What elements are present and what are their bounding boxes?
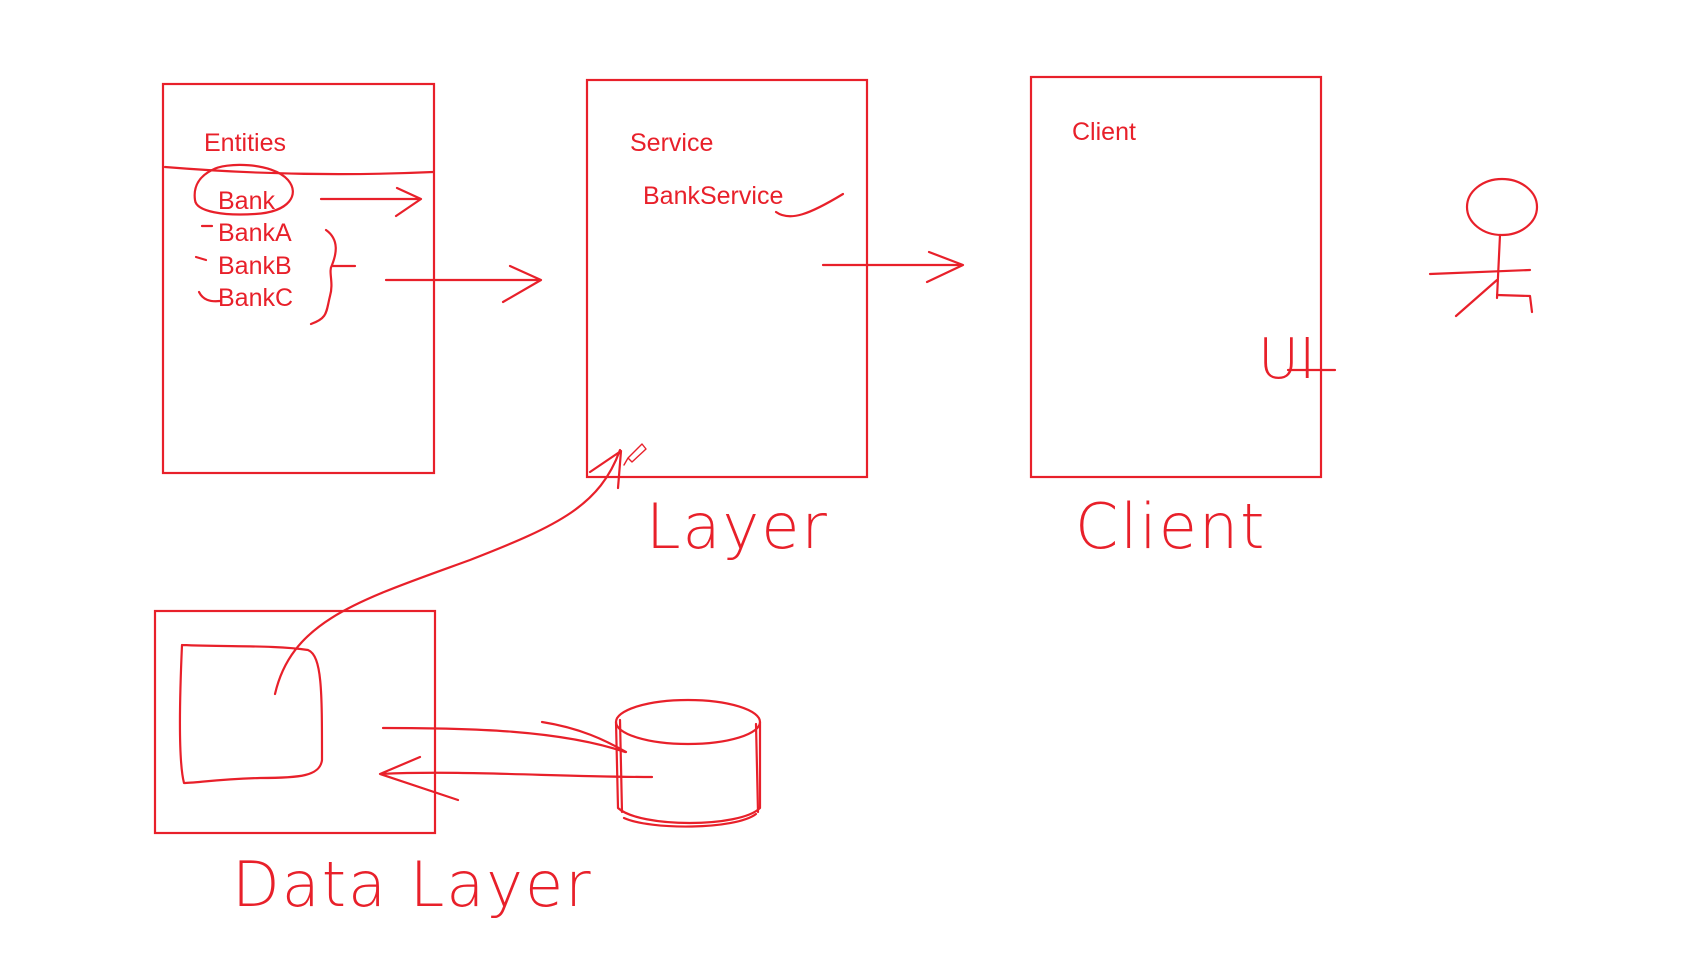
bank-arrow: [319, 186, 423, 218]
client-box: [1029, 75, 1323, 479]
service-box-group: Service BankService Layer: [585, 78, 869, 563]
entities-item-bank: Bank: [218, 187, 275, 215]
entities-to-service-arrow: [384, 264, 543, 304]
client-caption: Client: [1075, 490, 1267, 563]
data-layer-caption: Data Layer: [232, 848, 593, 921]
service-box: [585, 78, 869, 479]
bankc-tick: [197, 290, 222, 303]
database-top: [614, 698, 762, 746]
service-layer-caption: Layer: [646, 490, 829, 563]
entities-title: Entities: [204, 129, 286, 157]
service-title: Service: [630, 129, 713, 157]
pen-cursor-icon: [623, 443, 647, 466]
data-to-db-arrow: [381, 720, 628, 754]
data-access-inner-box: [178, 643, 324, 785]
service-item-bankservice: BankService: [643, 182, 783, 210]
database-cylinder-icon: [614, 698, 762, 828]
stick-figure-icon: [1428, 177, 1539, 318]
bankservice-underline: [774, 192, 845, 218]
stick-figure-head: [1465, 177, 1539, 237]
data-to-service-arrow: [273, 448, 623, 696]
entities-underline: [163, 165, 435, 176]
db-to-data-arrow: [378, 755, 654, 802]
stick-figure-legs: [1454, 278, 1534, 318]
bank-circle-annotation: [193, 163, 294, 216]
entities-box: [161, 82, 436, 475]
stick-figure-body: [1495, 233, 1502, 300]
client-box-group: Client UI Client: [1029, 75, 1337, 563]
data-layer-group: Data Layer: [153, 609, 593, 921]
client-title: Client: [1072, 118, 1136, 146]
service-to-client-arrow: [821, 250, 965, 284]
database-body: [614, 720, 762, 825]
entities-box-group: Entities Bank BankA BankB BankC: [161, 82, 436, 475]
stick-figure-arms: [1428, 268, 1532, 276]
entities-item-bankc: BankC: [218, 284, 293, 312]
entities-item-bankb: BankB: [218, 252, 292, 280]
entities-item-banka: BankA: [218, 219, 292, 247]
data-layer-box: [153, 609, 437, 835]
bankb-tick: [194, 255, 208, 262]
derived-banks-brace: [309, 228, 357, 326]
client-ui-label: UI: [1258, 327, 1316, 392]
database-body-sketch: [618, 718, 760, 828]
